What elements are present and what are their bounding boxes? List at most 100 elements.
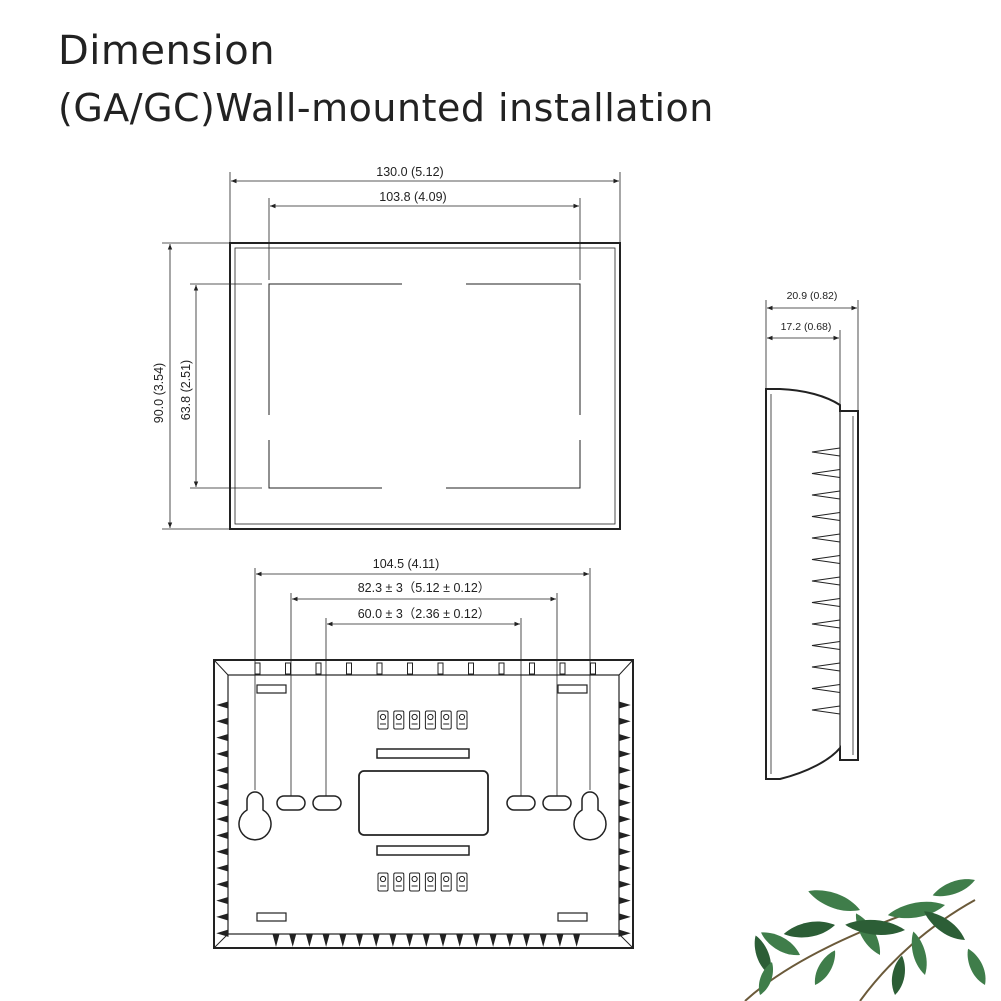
- inner-width-label: 103.8 (4.09): [379, 190, 446, 204]
- side-view: 20.9 (0.82) 17.2 (0.68): [765, 290, 859, 780]
- oval-mount-holes: [276, 795, 572, 811]
- back-outer-frame: [213, 659, 634, 949]
- terminal-screw: [427, 875, 434, 883]
- overall-depth-label: 20.9 (0.82): [787, 290, 838, 302]
- corner-clip-slots: [256, 684, 588, 922]
- bottom-tooth: [272, 933, 280, 947]
- right-tooth: [618, 896, 631, 905]
- bottom-tooth: [322, 933, 330, 947]
- leaf: [783, 921, 835, 938]
- right-tooth: [618, 929, 631, 937]
- top-tab: [468, 662, 474, 675]
- terminal-screw: [395, 713, 402, 721]
- right-tooth: [618, 815, 631, 823]
- rib: [811, 490, 841, 500]
- terminal-screw: [379, 713, 387, 721]
- back-top-tabs: [254, 662, 596, 675]
- top-tab: [590, 662, 596, 675]
- right-tooth: [618, 831, 631, 840]
- mount-middle-label: 82.3 ± 3（5.12 ± 0.12）: [358, 581, 491, 595]
- terminal-screw: [443, 713, 450, 721]
- left-tooth: [216, 848, 229, 856]
- leaf: [932, 879, 975, 897]
- terminal: [440, 710, 452, 730]
- terminal-screw: [395, 875, 402, 883]
- back-inner-frame: [227, 674, 620, 935]
- terminal-screw: [458, 713, 466, 721]
- terminal-screw: [443, 875, 450, 883]
- leaf: [911, 931, 927, 975]
- screen-area-outline: [268, 283, 581, 489]
- bottom-tooth: [305, 933, 314, 947]
- terminal-screw: [427, 713, 434, 721]
- left-tooth: [216, 750, 229, 758]
- rib: [811, 705, 841, 715]
- terminal-strips: [376, 748, 470, 856]
- rib: [811, 533, 841, 543]
- rib: [811, 468, 841, 479]
- right-tooth: [618, 913, 631, 921]
- top-tab: [437, 662, 444, 675]
- left-tooth: [216, 929, 229, 937]
- rib: [811, 576, 841, 586]
- dim-mount-inner: 60.0 ± 3（2.36 ± 0.12）: [325, 607, 522, 796]
- terminal: [424, 710, 436, 730]
- overall-width-label: 130.0 (5.12): [376, 165, 443, 179]
- rib: [811, 554, 841, 565]
- bottom-tooth: [489, 933, 497, 947]
- terminal: [393, 710, 405, 730]
- side-cooling-ribs: [811, 447, 841, 715]
- center-cutout: [358, 770, 489, 836]
- inner-height-label: 63.8 (2.51): [179, 360, 193, 420]
- terminal-block-top: [377, 710, 468, 730]
- leaf: [845, 919, 905, 935]
- right-tooth: [618, 799, 631, 807]
- left-tooth: [216, 896, 229, 905]
- dim-mount-outer: 104.5 (4.11): [254, 557, 591, 790]
- rib: [811, 597, 841, 608]
- bottom-tooth: [405, 933, 414, 947]
- dim-inner-width: 103.8 (4.09): [268, 190, 581, 280]
- terminal-block-bottom: [377, 872, 468, 892]
- right-tooth: [618, 717, 631, 725]
- top-tab: [285, 662, 291, 675]
- top-tab: [254, 662, 261, 675]
- bottom-tooth: [506, 933, 514, 947]
- right-tooth: [618, 701, 631, 709]
- bottom-tooth: [339, 933, 347, 947]
- plant-leaves-decoration: [744, 879, 986, 1001]
- right-tooth: [618, 766, 631, 774]
- terminal-screw: [411, 713, 418, 721]
- bottom-tooth: [289, 933, 297, 947]
- rib: [811, 511, 841, 522]
- keyhole-left: [238, 791, 272, 841]
- leaf: [758, 962, 774, 995]
- bottom-tooth: [389, 933, 397, 947]
- right-tooth: [618, 750, 631, 758]
- bottom-tooth: [439, 933, 447, 947]
- mount-outer-label: 104.5 (4.11): [373, 557, 439, 571]
- bottom-tooth: [472, 933, 481, 947]
- overall-height-label: 90.0 (3.54): [152, 363, 166, 423]
- back-view: 104.5 (4.11) 82.3 ± 3（5.12 ± 0.12） 60.0 …: [213, 557, 634, 949]
- bottom-tooth: [539, 933, 547, 947]
- page-title: Dimension: [58, 28, 276, 74]
- terminal: [440, 872, 452, 892]
- bottom-tooth: [355, 933, 364, 947]
- leaf: [924, 911, 965, 940]
- dim-inner-height: 63.8 (2.51): [179, 283, 262, 489]
- rib: [811, 447, 841, 457]
- right-tooth: [618, 864, 631, 872]
- bottom-tooth: [522, 933, 531, 947]
- top-tab: [376, 662, 383, 675]
- terminal-screw: [411, 875, 418, 883]
- leaf: [761, 932, 800, 956]
- bottom-tooth: [456, 933, 464, 947]
- left-tooth: [216, 733, 229, 742]
- dim-overall-height: 90.0 (3.54): [152, 242, 230, 530]
- leaf: [887, 901, 945, 919]
- keyhole-right: [573, 791, 607, 841]
- terminal: [409, 872, 421, 892]
- leaf: [967, 948, 986, 985]
